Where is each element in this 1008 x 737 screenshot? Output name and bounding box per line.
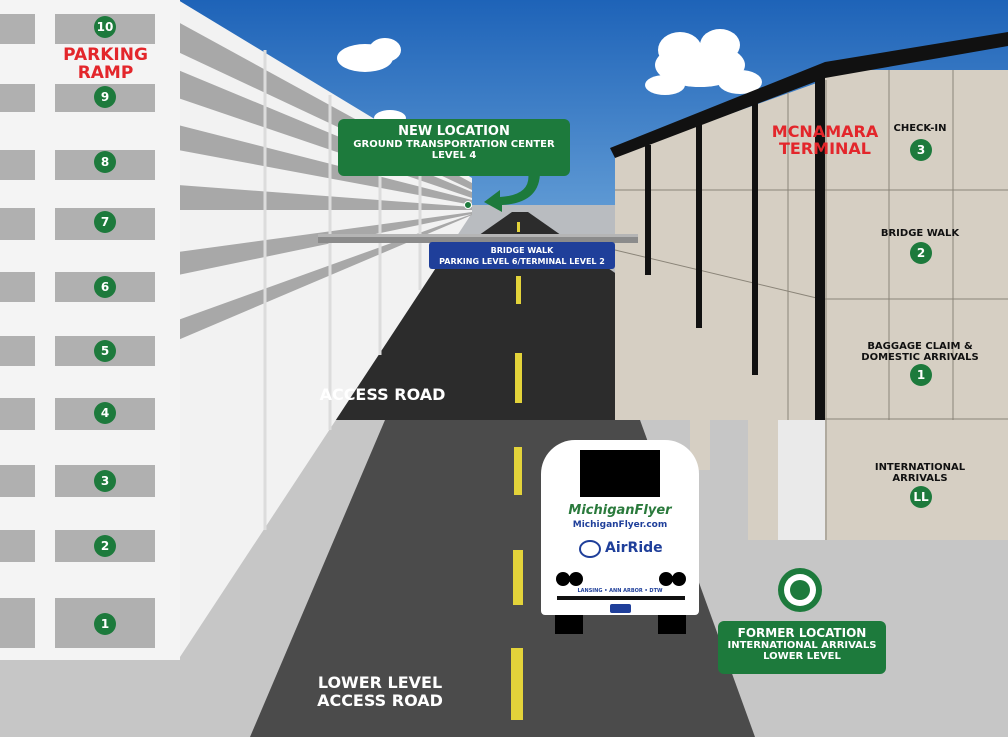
bus-bumper: [557, 596, 685, 600]
parking-level-4: 4: [94, 402, 116, 424]
bridge-walk: [318, 234, 638, 243]
bus-left-lights: [556, 572, 584, 586]
terminal-side: [615, 80, 825, 420]
airride-logo-icon: [579, 540, 601, 558]
terminal-level-bridge-label: BRIDGE WALK: [880, 228, 960, 239]
terminal-level-checkin-label: CHECK-IN: [893, 123, 947, 134]
terminal-grid: [614, 70, 1008, 540]
former-location-marker-icon: [778, 568, 822, 612]
terminal-level-international-label: INTERNATIONAL ARRIVALS: [874, 462, 966, 484]
terminal-level-baggage-label: BAGGAGE CLAIM & DOMESTIC ARRIVALS: [861, 341, 979, 363]
parking-level-6: 6: [94, 276, 116, 298]
former-location-line3: LOWER LEVEL: [763, 651, 841, 662]
former-location-sign: FORMER LOCATION INTERNATIONAL ARRIVALS L…: [718, 621, 886, 674]
former-location-line2: INTERNATIONAL ARRIVALS: [727, 640, 877, 651]
shuttle-bus: MichiganFlyer MichiganFlyer.com AirRide …: [541, 440, 699, 615]
bus-plate: [610, 604, 631, 613]
lower-road-line2: ACCESS ROAD: [317, 690, 443, 710]
bridge-sign-line2: PARKING LEVEL 6/TERMINAL LEVEL 2: [439, 257, 605, 266]
parking-level-9: 9: [94, 86, 116, 108]
bus-left-wheel: [555, 615, 583, 634]
bus-website: MichiganFlyer.com: [572, 520, 668, 530]
terminal-black-columns: [645, 75, 825, 420]
lower-road-line1: LOWER LEVEL: [317, 673, 443, 692]
parking-ramp-title: PARKING RAMP: [58, 45, 153, 83]
bridge-sign-line1: BRIDGE WALK: [490, 246, 554, 255]
parking-level-8: 8: [94, 151, 116, 173]
clouds: [337, 29, 762, 126]
new-location-line3: LEVEL 4: [431, 150, 477, 161]
parking-level-10: 10: [94, 16, 116, 38]
terminal-title-line1: MCNAMARA: [771, 122, 879, 141]
former-location-title: FORMER LOCATION: [737, 626, 867, 640]
parking-title-line1: PARKING: [63, 45, 148, 65]
new-location-sign: NEW LOCATION GROUND TRANSPORTATION CENTE…: [338, 119, 570, 176]
terminal-title: MCNAMARA TERMINAL: [770, 122, 880, 158]
terminal-level-2: 2: [910, 242, 932, 264]
bus-right-wheel: [658, 615, 686, 634]
new-location-line2: GROUND TRANSPORTATION CENTER: [353, 139, 555, 150]
arrow-icon: [484, 172, 540, 212]
new-location-title: NEW LOCATION: [398, 124, 510, 139]
bus-brand: MichiganFlyer: [568, 503, 672, 518]
terminal-level-LL: LL: [910, 486, 932, 508]
terminal-level-1: 1: [910, 364, 932, 386]
bridge-walk-sign: BRIDGE WALK PARKING LEVEL 6/TERMINAL LEV…: [429, 242, 615, 269]
parking-level-2: 2: [94, 535, 116, 557]
terminal-level-3: 3: [910, 139, 932, 161]
upper-road-label: ACCESS ROAD: [319, 385, 446, 404]
terminal-title-line2: TERMINAL: [778, 138, 871, 158]
bus-window: [580, 450, 660, 497]
parking-level-3: 3: [94, 470, 116, 492]
parking-title-line2: RAMP: [77, 62, 134, 83]
parking-level-7: 7: [94, 211, 116, 233]
bus-route: LANSING • ANN ARBOR • DTW: [577, 588, 663, 594]
lane-dashes: [511, 222, 523, 720]
bus-service: AirRide: [605, 540, 663, 556]
bus-right-lights: [659, 572, 687, 586]
lower-road-label: LOWER LEVEL ACCESS ROAD: [310, 674, 450, 709]
parking-level-1: 1: [94, 613, 116, 635]
new-location-marker-icon: [464, 201, 472, 209]
terminal-roof: [610, 32, 1008, 158]
parking-level-5: 5: [94, 340, 116, 362]
